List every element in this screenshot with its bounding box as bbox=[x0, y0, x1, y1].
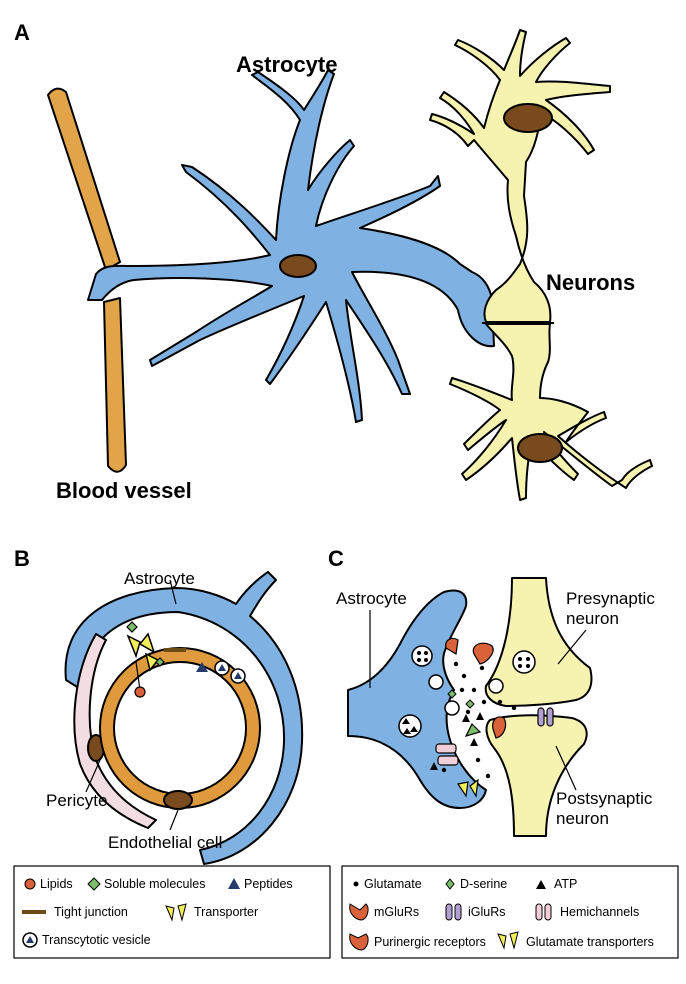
legend-c: Glutamate D-serine ATP mGluRs iGluRs Hem… bbox=[341, 865, 679, 959]
astrocyte-b-label: Astrocyte bbox=[124, 569, 195, 588]
legend-mglurs: mGluRs bbox=[374, 905, 419, 919]
postsynaptic-label-2: neuron bbox=[556, 809, 609, 828]
glutamate-transporters-c bbox=[457, 722, 482, 798]
legend-transporter: Transporter bbox=[194, 905, 258, 919]
legend-vesicle: Transcytotic vesicle bbox=[42, 933, 151, 947]
legend-purinergic: Purinergic receptors bbox=[374, 935, 486, 949]
astrocyte-vesicle-glutamate bbox=[411, 645, 433, 667]
neuron-upper bbox=[429, 29, 611, 323]
blood-vessel bbox=[47, 87, 127, 473]
astrocyte-c bbox=[347, 589, 487, 809]
presynaptic-neuron bbox=[484, 577, 593, 707]
transcytotic-vesicles-b bbox=[214, 660, 246, 684]
postsynaptic-label-1: Postsynaptic bbox=[556, 789, 653, 808]
soluble-molecules-b bbox=[126, 621, 165, 667]
neuron-lower bbox=[449, 323, 653, 501]
legend-iglurs: iGluRs bbox=[468, 905, 506, 919]
atp-c bbox=[430, 712, 484, 770]
hemichannels-c bbox=[435, 743, 459, 766]
legend-peptides: Peptides bbox=[244, 877, 293, 891]
astrocyte-a-nucleus bbox=[279, 254, 317, 278]
astrocyte-c-label: Astrocyte bbox=[336, 589, 407, 608]
neurons-label: Neurons bbox=[546, 270, 635, 295]
pericyte bbox=[73, 633, 157, 829]
glutamate-dots-c bbox=[441, 661, 517, 779]
legend-tight-junction: Tight junction bbox=[54, 905, 128, 919]
legend-hemichannels: Hemichannels bbox=[560, 905, 639, 919]
astrocyte-vesicle-atp bbox=[398, 714, 422, 738]
mglur-receptors-c bbox=[445, 637, 507, 739]
postsynaptic-neuron bbox=[485, 714, 588, 837]
legend-atp: ATP bbox=[554, 877, 577, 891]
neuron-upper-nucleus bbox=[503, 103, 553, 133]
astrocyte-b bbox=[64, 571, 304, 865]
dserine-c bbox=[447, 689, 475, 709]
presynaptic-label-1: Presynaptic bbox=[566, 589, 655, 608]
panel-a-letter: A bbox=[14, 20, 30, 45]
astrocyte-a-label: Astrocyte bbox=[236, 52, 337, 77]
endothelial-label: Endothelial cell bbox=[108, 833, 222, 852]
blood-vessel-label: Blood vessel bbox=[56, 478, 192, 503]
lipid-b bbox=[134, 661, 146, 698]
legend-lipids: Lipids bbox=[40, 877, 73, 891]
astrocyte-a bbox=[87, 69, 495, 423]
presynaptic-vesicle bbox=[512, 650, 536, 674]
iglur-receptors-c bbox=[537, 707, 554, 727]
pericyte-label: Pericyte bbox=[46, 791, 107, 810]
transporter-b bbox=[126, 632, 160, 672]
legend-glutamate: Glutamate bbox=[364, 877, 422, 891]
legend-dserine: D-serine bbox=[460, 877, 507, 891]
endothelial-nucleus bbox=[163, 790, 193, 810]
peptides-b bbox=[196, 662, 208, 672]
legend-glu-transporters: Glutamate transporters bbox=[526, 935, 654, 949]
legend-soluble: Soluble molecules bbox=[104, 877, 205, 891]
panel-c-letter: C bbox=[328, 546, 344, 571]
legend-b: Lipids Soluble molecules Peptides Tight … bbox=[13, 865, 331, 959]
neuron-lower-nucleus bbox=[517, 433, 563, 463]
presynaptic-label-2: neuron bbox=[566, 609, 619, 628]
panel-b-letter: B bbox=[14, 546, 30, 571]
